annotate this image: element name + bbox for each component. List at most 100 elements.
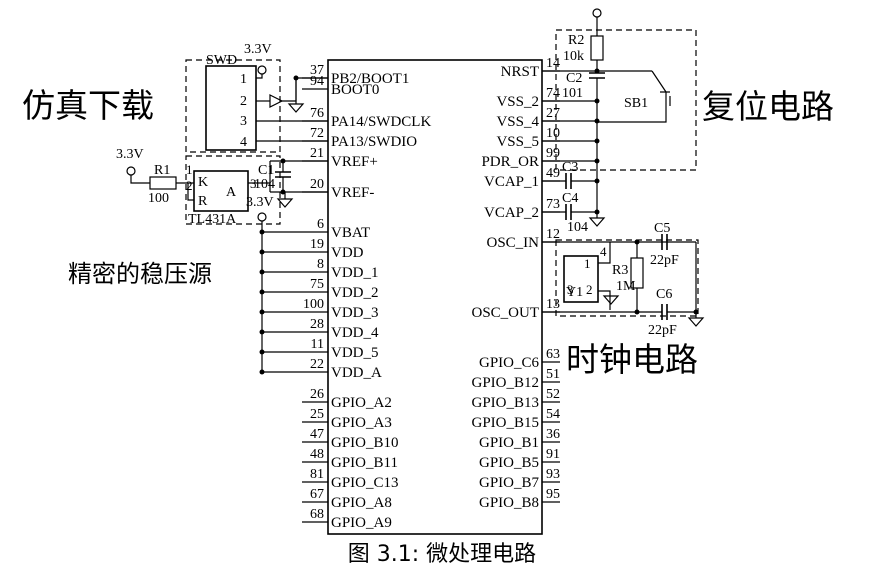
pin-number: 94	[310, 74, 324, 89]
junction-dot	[259, 249, 265, 255]
c4-value: 104	[567, 220, 588, 235]
c2-value: 101	[562, 86, 583, 101]
pin-number: 95	[546, 487, 560, 502]
crystal-y1	[563, 255, 599, 303]
pin-name: GPIO_B1	[479, 435, 539, 451]
tl431-pin1: 1	[186, 162, 193, 177]
c2-name: C2	[566, 71, 582, 86]
figure-caption: 图 3.1: 微处理电路	[348, 542, 536, 567]
junction-dot	[259, 329, 265, 335]
tl431-pin-r: R	[198, 194, 208, 209]
pin-name: GPIO_B13	[471, 395, 539, 411]
pin-number: 12	[546, 227, 560, 242]
pin-number: 11	[311, 337, 324, 352]
junction-dot	[259, 349, 265, 355]
pin-name: VREF-	[331, 185, 374, 201]
pin-name: GPIO_C6	[479, 355, 540, 371]
c1-name: C1	[258, 163, 274, 178]
pin-name: VCAP_2	[484, 205, 539, 221]
pin-name: VSS_4	[496, 114, 539, 130]
pin-number: 72	[310, 126, 324, 141]
pin-number: 13	[546, 297, 560, 312]
capacitor-c2	[589, 72, 605, 79]
clock-dashed-frame	[555, 239, 699, 317]
pin-number: 63	[546, 347, 560, 362]
swd-arrow-icon	[269, 94, 284, 108]
pin-number: 49	[546, 166, 560, 181]
tl431-body	[193, 170, 249, 212]
pin-number: 21	[310, 146, 324, 161]
pin-number: 28	[310, 317, 324, 332]
pin-number: 67	[310, 487, 324, 502]
pin-number: 14	[546, 56, 560, 71]
swd-label: SWD	[206, 53, 237, 68]
pin-name: PA14/SWDCLK	[331, 114, 431, 130]
capacitor-c5	[661, 234, 668, 250]
tl431-pin2: 2	[186, 178, 193, 193]
pin-number: 37	[310, 63, 324, 78]
pin-number: 99	[546, 146, 560, 161]
crystal-pin-1: 1	[584, 256, 591, 271]
pin-name: VDD	[331, 245, 364, 261]
pin-name: VDD_3	[331, 305, 379, 321]
pin-name: VDD_5	[331, 345, 379, 361]
pin-number: 36	[546, 427, 560, 442]
reset-switch-icon	[660, 91, 671, 110]
pin-name: GPIO_A2	[331, 395, 392, 411]
junction-dot	[259, 289, 265, 295]
pin-name: VDD_4	[331, 325, 379, 341]
vref-terminal-icon	[257, 212, 267, 222]
swd-pin-4: 4	[240, 135, 247, 150]
resistor-r1	[149, 176, 177, 190]
pin-name: GPIO_C13	[331, 475, 399, 491]
pin-number: 54	[546, 407, 560, 422]
regulator-supply-terminal-icon	[126, 166, 136, 176]
r2-value: 10k	[563, 49, 584, 64]
regulator-supply-label: 3.3V	[116, 147, 144, 162]
mcu-right-pins: 14NRST74VSS_227VSS_410VSS_599PDR_OR49VCA…	[471, 56, 560, 511]
pin-number: 76	[310, 106, 324, 121]
r3-name: R3	[612, 263, 628, 278]
section-clock-circuit: 时钟电路	[566, 340, 698, 379]
pin-number: 74	[546, 86, 560, 101]
pin-name: VDD_A	[331, 365, 382, 381]
pin-number: 22	[310, 357, 324, 372]
pin-name: GPIO_B5	[479, 455, 539, 471]
pin-name: VSS_2	[496, 94, 539, 110]
pin-number: 93	[546, 467, 560, 482]
resistor-r2	[590, 35, 604, 61]
section-reset-circuit: 复位电路	[702, 87, 834, 126]
pin-name: GPIO_A8	[331, 495, 392, 511]
pin-number: 52	[546, 387, 560, 402]
pin-name: GPIO_B8	[479, 495, 539, 511]
swd-pin-1: 1	[240, 72, 247, 87]
pin-name: VSS_5	[496, 134, 539, 150]
pin-name: PA13/SWDIO	[331, 134, 417, 150]
swd-supply-label: 3.3V	[244, 42, 272, 57]
pin-number: 25	[310, 407, 324, 422]
c3-name: C3	[562, 160, 578, 175]
pin-number: 100	[303, 297, 324, 312]
pin-number: 26	[310, 387, 324, 402]
pin-number: 27	[546, 106, 560, 121]
pin-number: 48	[310, 447, 324, 462]
r2-name: R2	[568, 33, 584, 48]
